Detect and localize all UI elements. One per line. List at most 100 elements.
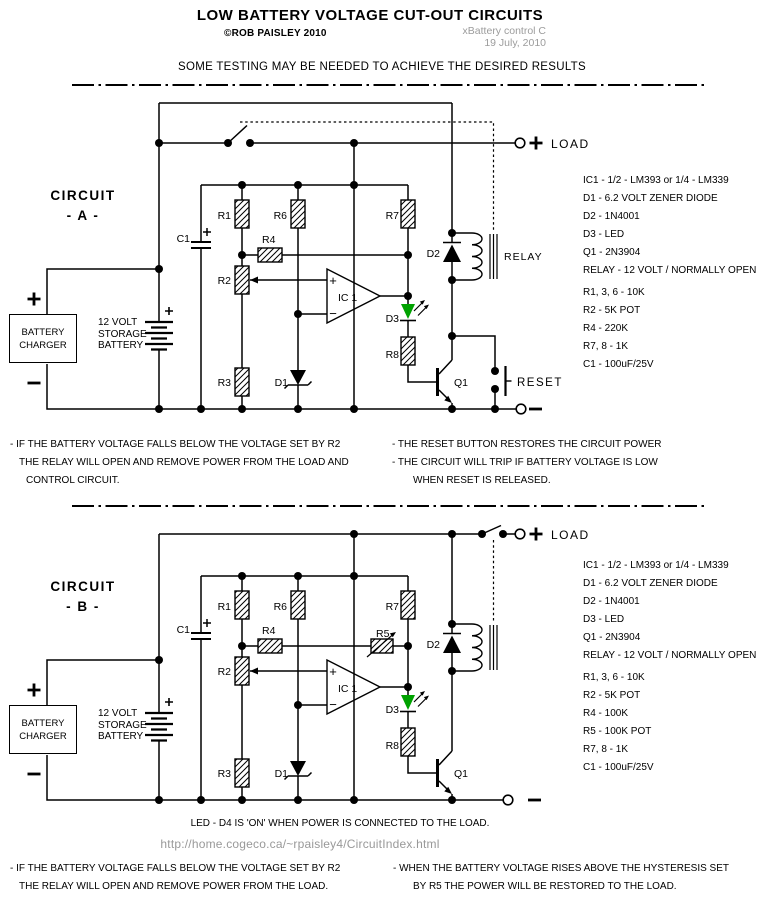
label-r4-a: R4 bbox=[262, 234, 276, 246]
battery-label-line2-b: STORAGE bbox=[98, 719, 147, 731]
parts-item: D1 - 6.2 VOLT ZENER DIODE bbox=[583, 193, 718, 204]
label-d2-b: D2 bbox=[427, 639, 441, 651]
wiper-arrow-r5-b bbox=[366, 632, 396, 658]
led-footnote: LED - D4 IS 'ON' WHEN POWER IS CONNECTED… bbox=[190, 818, 490, 829]
label-r1-b: R1 bbox=[218, 601, 232, 613]
relay-core-b bbox=[489, 625, 498, 670]
parts-item: R5 - 100K POT bbox=[583, 726, 652, 737]
circuit-b: C1 R1 R6 R7 R4 R5 R2 R3 D1 D2 D3 R8 Q1 I… bbox=[27, 524, 588, 806]
battery-symbol-b bbox=[145, 698, 173, 742]
watermark-line1: xBattery control C bbox=[462, 25, 546, 37]
note-line: THE RELAY WILL OPEN AND REMOVE POWER FRO… bbox=[19, 457, 349, 468]
charger-label-line2-a: CHARGER bbox=[19, 339, 67, 351]
label-relay-a: RELAY bbox=[504, 251, 543, 263]
parts-item: R2 - 5K POT bbox=[583, 305, 641, 316]
capacitor-c1-b bbox=[191, 619, 211, 640]
circuit-a-title: CIRCUIT - A - bbox=[33, 186, 133, 226]
copyright: ©ROB PAISLEY 2010 bbox=[224, 28, 327, 39]
opamp-plus-a: + bbox=[329, 273, 337, 288]
note-line: THE RELAY WILL OPEN AND REMOVE POWER FRO… bbox=[19, 881, 329, 892]
load-plus-a bbox=[529, 136, 543, 150]
divider-top bbox=[72, 84, 707, 86]
parts-item: IC1 - 1/2 - LM393 or 1/4 - LM339 bbox=[583, 560, 729, 571]
opamp-minus-b: − bbox=[329, 697, 337, 712]
note-line: - IF THE BATTERY VOLTAGE FALLS BELOW THE… bbox=[10, 863, 341, 874]
wires-a bbox=[46, 102, 516, 410]
page-title: LOW BATTERY VOLTAGE CUT-OUT CIRCUITS bbox=[196, 7, 544, 24]
load-terminal-b bbox=[514, 528, 526, 540]
label-r2-a: R2 bbox=[218, 275, 232, 287]
mechanical-link-dashed-a bbox=[240, 121, 495, 231]
battery-label-a: 12 VOLT STORAGE BATTERY bbox=[98, 317, 147, 352]
parts-item: R2 - 5K POT bbox=[583, 690, 641, 701]
label-r5-b: R5 bbox=[376, 628, 390, 640]
battery-charger-box-b: BATTERY CHARGER bbox=[9, 705, 77, 754]
relay-coil-a bbox=[452, 232, 498, 281]
battery-label-line3-a: BATTERY bbox=[98, 340, 144, 351]
label-r3-b: R3 bbox=[218, 768, 232, 780]
resistor-r1-a bbox=[234, 199, 250, 229]
battery-label-b: 12 VOLT STORAGE BATTERY bbox=[98, 708, 147, 743]
label-r8-a: R8 bbox=[386, 349, 400, 361]
charger-plus-a bbox=[27, 292, 41, 306]
notes-b-right: - WHEN THE BATTERY VOLTAGE RISES ABOVE T… bbox=[393, 860, 729, 896]
circuit-b-name: CIRCUIT bbox=[50, 579, 116, 594]
label-q1-b: Q1 bbox=[454, 768, 468, 780]
parts-item: R7, 8 - 1K bbox=[583, 744, 629, 755]
transistor-q1-b bbox=[436, 759, 452, 794]
label-ic1-a: IC 1 bbox=[338, 292, 357, 304]
wiper-arrow-r2-a bbox=[250, 276, 258, 284]
junction-dots-b bbox=[155, 530, 507, 804]
divider-middle bbox=[72, 505, 707, 507]
load-plus-b bbox=[529, 527, 543, 541]
parts-item: D3 - LED bbox=[583, 614, 625, 625]
resistor-r6-a bbox=[290, 199, 306, 229]
parts-list-b: IC1 - 1/2 - LM393 or 1/4 - LM339 D1 - 6.… bbox=[583, 557, 764, 777]
battery-symbol-a bbox=[145, 307, 173, 351]
notes-a-right: - THE RESET BUTTON RESTORES THE CIRCUIT … bbox=[392, 436, 661, 490]
battery-label-line1-a: 12 VOLT bbox=[98, 317, 138, 328]
parts-item: RELAY - 12 VOLT / NORMALLY OPEN bbox=[583, 650, 757, 661]
potentiometer-r2-b bbox=[234, 656, 250, 686]
battery-label-line1-b: 12 VOLT bbox=[98, 708, 138, 719]
junction-dots-a bbox=[155, 139, 499, 413]
parts-item: D1 - 6.2 VOLT ZENER DIODE bbox=[583, 578, 718, 589]
parts-item: C1 - 100uF/25V bbox=[583, 359, 654, 370]
label-r4-b: R4 bbox=[262, 625, 276, 637]
charger-label-line1-b: BATTERY bbox=[21, 717, 65, 729]
parts-item: D2 - 1N4001 bbox=[583, 596, 640, 607]
reset-button-a bbox=[504, 366, 512, 396]
parts-item: C1 - 100uF/25V bbox=[583, 762, 654, 773]
subtitle: SOME TESTING MAY BE NEEDED TO ACHIEVE TH… bbox=[178, 61, 586, 73]
circuit-b-letter: - B - bbox=[66, 599, 100, 614]
opamp-minus-a: − bbox=[329, 306, 337, 321]
resistor-r7-b bbox=[400, 590, 416, 620]
relay-core-a bbox=[489, 234, 498, 279]
label-d1-b: D1 bbox=[275, 768, 289, 780]
led-d3-a bbox=[400, 300, 429, 322]
circuit-a-name: CIRCUIT bbox=[50, 188, 116, 203]
zener-d1-b bbox=[283, 761, 313, 781]
parts-item: D2 - 1N4001 bbox=[583, 211, 640, 222]
label-r7-b: R7 bbox=[386, 601, 400, 613]
note-line: - THE CIRCUIT WILL TRIP IF BATTERY VOLTA… bbox=[392, 457, 658, 468]
label-reset-a: RESET bbox=[517, 377, 563, 389]
diode-d2-a bbox=[443, 241, 461, 262]
potentiometer-r2-a bbox=[234, 265, 250, 295]
wiper-arrow-r2-b bbox=[250, 667, 258, 675]
ground-terminal-a bbox=[515, 403, 527, 415]
battery-label-line2-a: STORAGE bbox=[98, 328, 147, 340]
load-terminal-a bbox=[514, 137, 526, 149]
labels-a: C1 R1 R6 R7 R4 R2 R3 D1 D2 D3 R8 Q1 IC 1… bbox=[177, 137, 589, 389]
resistor-r7-a bbox=[400, 199, 416, 229]
label-ic1-b: IC 1 bbox=[338, 683, 357, 695]
note-line: BY R5 THE POWER WILL BE RESTORED TO THE … bbox=[413, 881, 677, 892]
parts-item: D3 - LED bbox=[583, 229, 625, 240]
watermark-line2: 19 July, 2010 bbox=[484, 37, 546, 49]
battery-label-line3-b: BATTERY bbox=[98, 731, 144, 742]
charger-plus-b bbox=[27, 683, 41, 697]
label-r1-a: R1 bbox=[218, 210, 232, 222]
resistor-r6-b bbox=[290, 590, 306, 620]
